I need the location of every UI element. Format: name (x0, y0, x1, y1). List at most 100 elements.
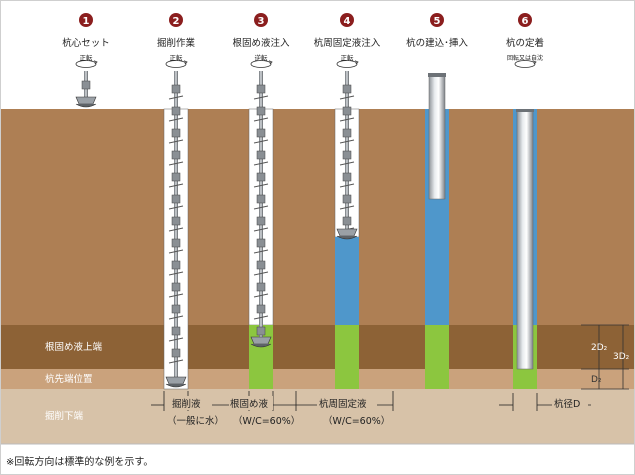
step-number: 5 (434, 16, 441, 27)
depth-dimensions (581, 324, 629, 390)
rotation-arrow-icon (250, 60, 272, 68)
step-number-circle (340, 13, 354, 27)
step-number: 6 (522, 16, 529, 27)
step-number-circle (430, 13, 444, 27)
step-title: 杭の建込･挿入 (406, 37, 468, 49)
auger-blade (253, 161, 269, 166)
auger-blade (168, 315, 184, 320)
auger-blade (339, 183, 355, 188)
rotation-arrow-icon (75, 60, 97, 68)
perimeter-fluid-label: 杭周固定液 (319, 398, 367, 410)
drill-bit-cutter (75, 103, 97, 108)
pile-cap (428, 73, 446, 77)
auger-blade (168, 271, 184, 276)
auger-coupling (171, 304, 181, 314)
step-number: 3 (258, 16, 265, 27)
rotation-label: 正転 (80, 54, 94, 62)
step-title: 杭の定着 (506, 37, 544, 49)
root-top-label: 根固め液上端 (45, 341, 103, 353)
rotation-label: 逆転 (255, 53, 269, 62)
two-d2-label: 2D₂ (591, 343, 608, 353)
rotation-label: 回転又は自沈 (507, 54, 543, 62)
step-5-column (425, 73, 449, 389)
pile (516, 110, 534, 370)
root-fluid-fill (335, 325, 359, 389)
auger-coupling (342, 216, 352, 226)
auger-blade (168, 293, 184, 298)
perimeter-label-bg (317, 396, 377, 410)
auger-coupling (256, 106, 266, 116)
auger-coupling (171, 216, 181, 226)
auger-blade (339, 139, 355, 144)
auger-blade (168, 249, 184, 254)
auger-coupling (171, 106, 181, 116)
auger-blade (253, 315, 269, 320)
drill-bit (165, 376, 187, 385)
step-number-circle (79, 13, 93, 27)
auger-coupling (171, 326, 181, 336)
auger-coupling (256, 282, 266, 292)
auger-coupling (171, 238, 181, 248)
rotation-label: 正転 (170, 54, 184, 62)
step-6-column (513, 109, 537, 389)
step-number-circle (169, 13, 183, 27)
auger-coupling (256, 172, 266, 182)
auger-coupling (171, 282, 181, 292)
auger-blade (253, 183, 269, 188)
auger-coupling (256, 260, 266, 270)
auger-blade (168, 183, 184, 188)
auger-coupling (256, 238, 266, 248)
drill-bit (250, 336, 272, 345)
auger-coupling (256, 128, 266, 138)
auger-blade (168, 337, 184, 342)
step-columns (75, 71, 537, 390)
drilling-fluid-note: （一般に水） (167, 415, 224, 427)
auger-blade (168, 161, 184, 166)
rotation-arrow-icon (165, 60, 187, 68)
step-1-column (75, 71, 97, 108)
root-fluid-fill (425, 325, 449, 389)
step-number: 2 (173, 16, 180, 27)
rotation-arrow-icon (336, 60, 358, 68)
note-band (1, 444, 634, 474)
drill-bit (336, 228, 358, 237)
three-d2-label: 3D₂ (613, 352, 630, 362)
excavation-bottom-label: 掘削下端 (45, 410, 84, 422)
auger-blade (168, 205, 184, 210)
auger-coupling (342, 128, 352, 138)
step-2-column (163, 71, 189, 390)
drill-bit-cutter (165, 383, 187, 388)
auger-coupling (81, 80, 91, 90)
auger-blade (253, 95, 269, 100)
step-title: 根固め液注入 (232, 37, 290, 49)
step-number-circle (254, 13, 268, 27)
auger-coupling (342, 84, 352, 94)
arrow-head-icon (354, 60, 359, 65)
step-title: 掘削作業 (157, 37, 196, 49)
step-title: 杭心セット (62, 37, 110, 49)
auger-blade (253, 249, 269, 254)
auger-blade (168, 359, 184, 364)
auger-coupling (171, 260, 181, 270)
auger-blade (253, 205, 269, 210)
auger-coupling (171, 348, 181, 358)
diameter-label-bg (552, 396, 588, 410)
auger-rod (259, 71, 263, 341)
auger-blade (253, 271, 269, 276)
auger-coupling (171, 84, 181, 94)
step-number: 1 (83, 16, 90, 27)
arrow-head-icon (183, 60, 188, 65)
auger-coupling (171, 128, 181, 138)
drill-bit (75, 96, 97, 105)
rotation-label: 正転 (341, 54, 355, 62)
auger-coupling (171, 172, 181, 182)
auger-coupling (342, 150, 352, 160)
auger-coupling (256, 304, 266, 314)
drill-bit-cutter (250, 343, 272, 348)
